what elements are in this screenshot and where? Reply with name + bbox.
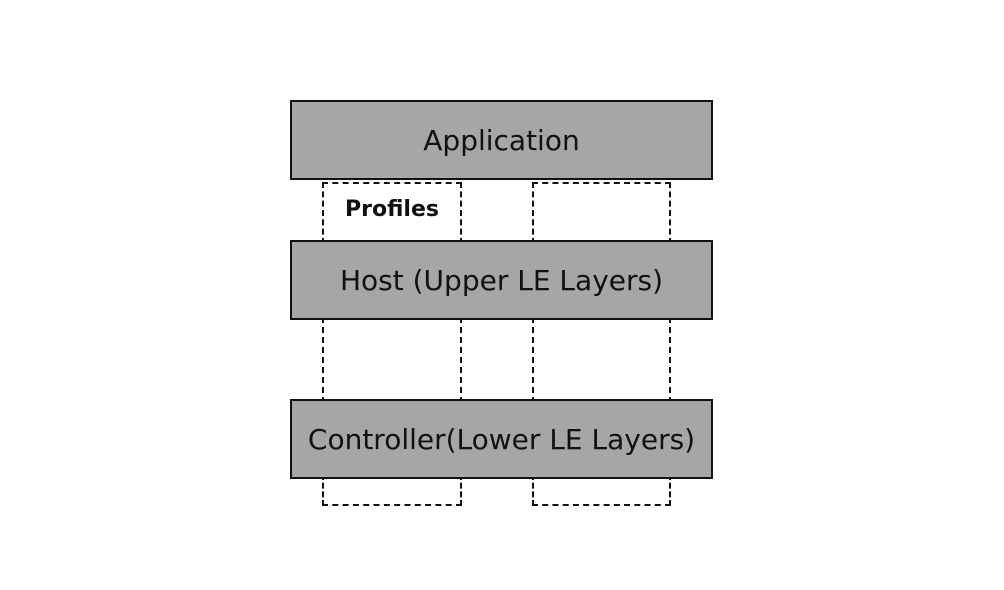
application-layer: Application — [290, 100, 713, 180]
host-layer-label: Host (Upper LE Layers) — [339, 263, 664, 297]
profiles-label: Profiles — [345, 197, 439, 222]
right-profile-column-middle — [532, 317, 671, 403]
controller-layer-label: Controller(Lower LE Layers) — [307, 422, 696, 456]
right-profile-column-top — [532, 182, 671, 244]
left-profile-column-bottom — [322, 474, 462, 506]
application-layer-label: Application — [423, 123, 580, 157]
controller-layer: Controller(Lower LE Layers) — [290, 399, 713, 479]
host-layer: Host (Upper LE Layers) — [290, 240, 713, 320]
left-profile-column-middle — [322, 317, 462, 403]
